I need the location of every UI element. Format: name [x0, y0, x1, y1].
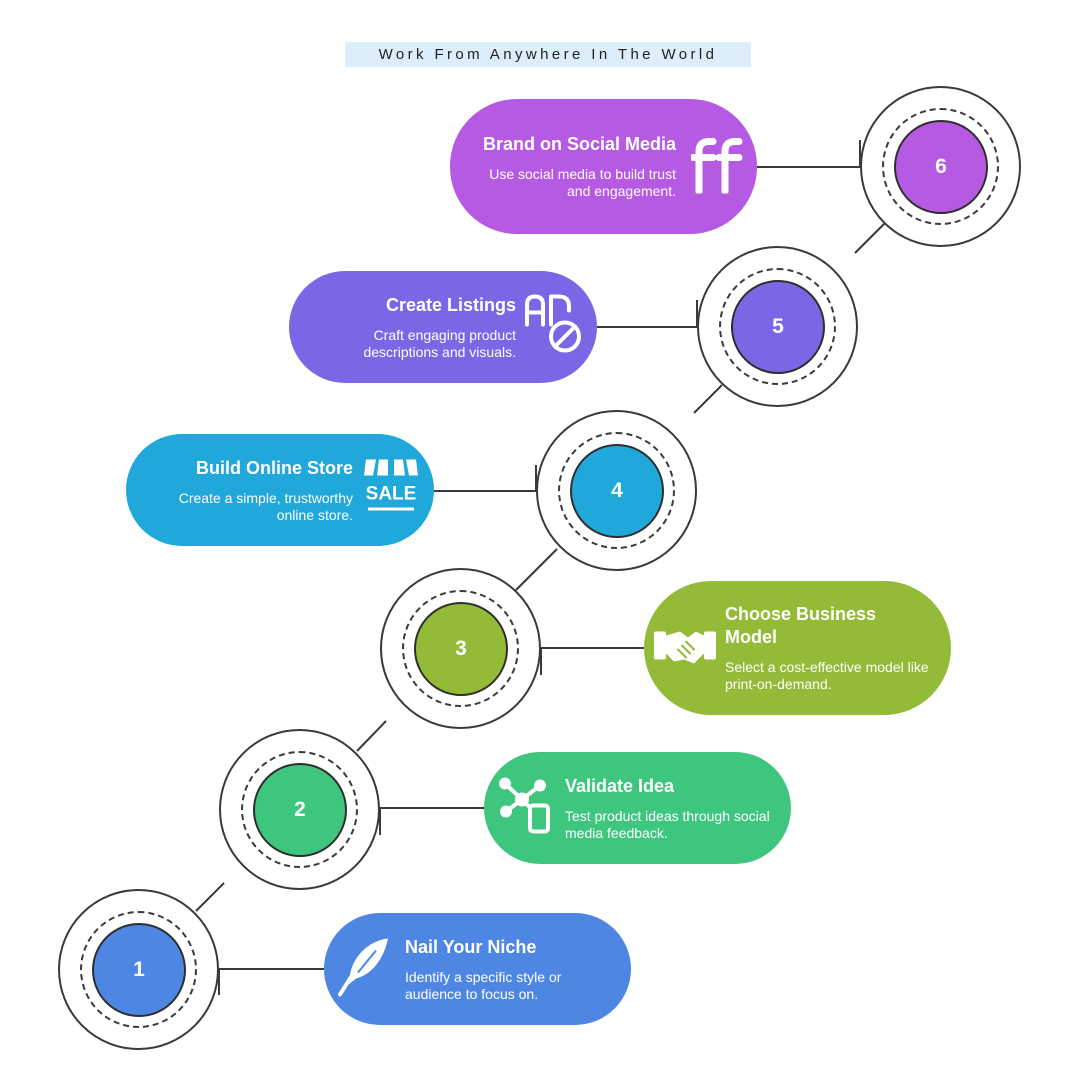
network-phone-icon	[496, 774, 556, 843]
step-1-description: Identify a specific style or audience to…	[405, 968, 562, 1002]
step-6-title: Brand on Social Media	[482, 134, 676, 154]
step-5-title: Create Listings	[385, 294, 516, 315]
step-2-description: Test product ideas through social media …	[565, 807, 770, 841]
step-4-title: Build Online Store	[195, 457, 353, 478]
step-5-card: Create Listings Craft engaging product d…	[289, 271, 597, 383]
step-2-title: Validate Idea	[565, 775, 675, 796]
step-1-badge: 1	[92, 923, 186, 1017]
step-3-description: Select a cost-effective model like print…	[725, 659, 929, 692]
link-3-4	[515, 548, 558, 591]
step-6-badge: 6	[894, 120, 988, 214]
step-6-description: Use social media to build trust and enga…	[489, 166, 676, 199]
step-2-badge: 2	[253, 763, 347, 857]
sale-storefront-icon: SALE	[360, 456, 422, 525]
step-4-badge: 4	[570, 444, 664, 538]
step-4-card: Build Online Store Create a simple, trus…	[126, 434, 434, 546]
step-5-dashed-ring	[719, 268, 836, 385]
step-1-dashed-ring	[80, 911, 197, 1028]
link-1-2	[195, 882, 225, 912]
handshake-icon	[654, 624, 716, 673]
step-5-description: Craft engaging product descriptions and …	[363, 326, 516, 360]
step-2-number: 2	[294, 798, 306, 821]
step-3-number: 3	[455, 637, 467, 660]
connector-6	[757, 140, 861, 168]
step-2-card: Validate Idea Test product ideas through…	[484, 752, 791, 864]
step-4-number: 4	[611, 479, 623, 502]
svg-text:SALE: SALE	[366, 484, 417, 505]
step-3-dashed-ring	[402, 590, 519, 707]
link-4-5	[693, 384, 723, 414]
step-6-dashed-ring	[882, 108, 999, 225]
step-6-number: 6	[935, 155, 947, 178]
step-6-card: Brand on Social Media Use social media t…	[450, 99, 757, 234]
ad-block-icon	[523, 293, 585, 362]
connector-3	[540, 647, 644, 675]
step-5-badge: 5	[731, 280, 825, 374]
connector-2	[379, 807, 484, 835]
step-3-title: Choose Business Model	[725, 604, 877, 647]
link-5-6	[854, 221, 887, 254]
step-5-number: 5	[772, 315, 784, 338]
connector-4	[434, 465, 537, 492]
step-4-description: Create a simple, trustworthy online stor…	[178, 489, 353, 523]
infographic-title: Work From Anywhere In The World	[345, 42, 751, 67]
quill-pen-icon	[336, 935, 392, 1004]
step-3-badge: 3	[414, 602, 508, 696]
step-4-dashed-ring	[558, 432, 675, 549]
connector-1	[218, 968, 324, 995]
link-2-3	[356, 720, 387, 752]
step-1-card: Nail Your Niche Identify a specific styl…	[324, 913, 631, 1025]
step-1-number: 1	[133, 958, 145, 981]
ff-logo-icon	[689, 135, 745, 198]
connector-5	[597, 300, 698, 328]
step-3-card: Choose Business Model Select a cost-effe…	[644, 581, 951, 715]
step-1-title: Nail Your Niche	[405, 936, 537, 957]
step-2-dashed-ring	[241, 751, 358, 868]
